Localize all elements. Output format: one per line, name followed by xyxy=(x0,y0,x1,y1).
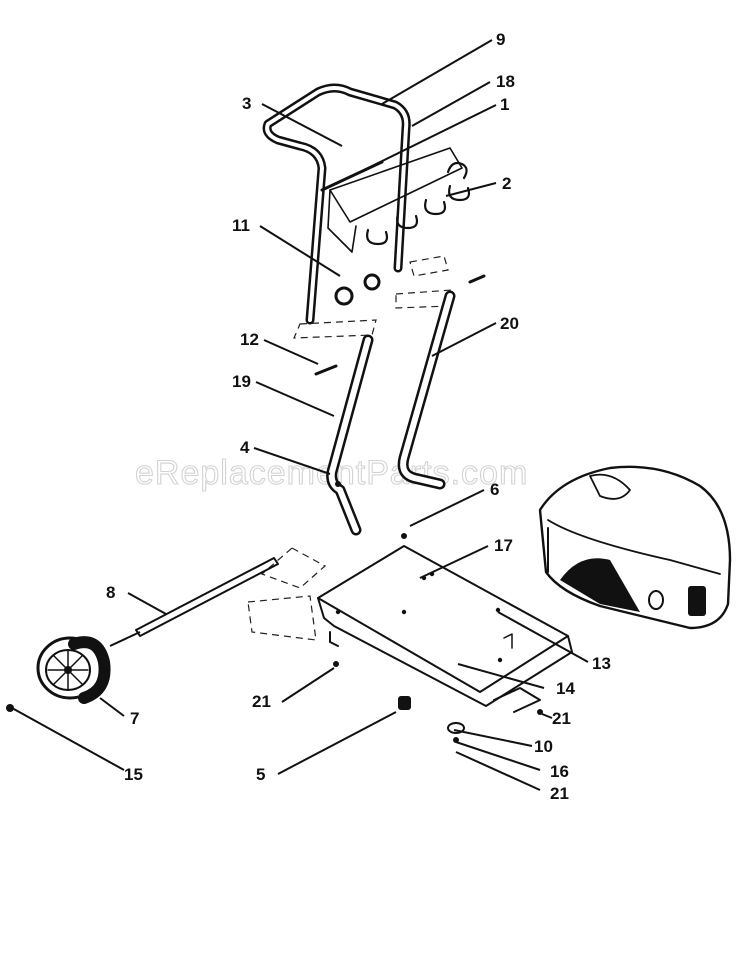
base-plate-icon xyxy=(317,545,573,713)
part-label-13: 13 xyxy=(592,654,611,673)
knob-icon xyxy=(363,273,381,291)
part-label-3: 3 xyxy=(242,94,251,113)
part-label-17: 17 xyxy=(494,536,513,555)
handle-assembly-icon xyxy=(262,83,411,325)
part-label-20: 20 xyxy=(500,314,519,333)
part-label-19: 19 xyxy=(232,372,251,391)
part-label-21-left: 21 xyxy=(252,692,271,711)
part-label-21-bottom: 21 xyxy=(550,784,569,803)
axle-icon xyxy=(135,557,279,637)
knob-icon xyxy=(334,286,354,306)
part-label-18: 18 xyxy=(496,72,515,91)
part-label-14: 14 xyxy=(556,679,575,698)
part-labels: 9 18 3 1 2 11 12 20 19 4 6 17 8 13 14 21… xyxy=(106,30,611,803)
part-label-9: 9 xyxy=(496,30,505,49)
part-label-5: 5 xyxy=(256,765,265,784)
part-label-16: 16 xyxy=(550,762,569,781)
part-label-21-right: 21 xyxy=(552,709,571,728)
part-label-15: 15 xyxy=(124,765,143,784)
part-label-8: 8 xyxy=(106,583,115,602)
wheel-icon xyxy=(36,636,111,704)
part-label-7: 7 xyxy=(130,709,139,728)
part-label-2: 2 xyxy=(502,174,511,193)
part-label-12: 12 xyxy=(240,330,259,349)
leader-lines xyxy=(11,39,589,791)
part-label-10: 10 xyxy=(534,737,553,756)
frame-tube-icon xyxy=(326,334,374,536)
part-label-4: 4 xyxy=(240,438,250,457)
part-label-11: 11 xyxy=(232,216,250,235)
part-label-6: 6 xyxy=(490,480,499,499)
part-label-1: 1 xyxy=(500,95,509,114)
engine-shroud-icon xyxy=(538,465,732,630)
frame-tube-icon xyxy=(397,290,456,490)
